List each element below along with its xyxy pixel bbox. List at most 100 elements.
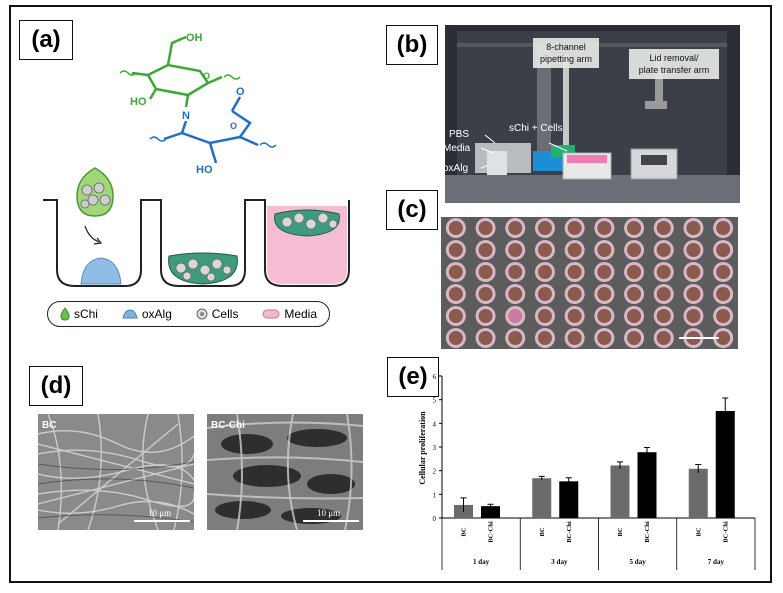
plate-well	[653, 262, 674, 282]
plate-well	[564, 240, 585, 260]
plate-well	[445, 218, 466, 238]
y-tick-label: 6	[433, 373, 437, 381]
plate-well	[534, 306, 555, 326]
series-tick-label: BC-Chi	[644, 521, 651, 543]
bar-bc-2	[610, 465, 630, 518]
wavy-bond-left	[119, 70, 137, 76]
sem-label-bc-chi: BC-Chi	[211, 420, 245, 431]
plate-well	[683, 218, 704, 238]
plate-well	[534, 218, 555, 238]
series-tick-label: BC	[461, 527, 468, 536]
well-3	[251, 199, 350, 287]
plate-well	[594, 284, 615, 304]
robot-photo: 8-channel pipetting arm Lid removal/ pla…	[445, 25, 740, 203]
plate-well	[564, 284, 585, 304]
group-label: 7 day	[708, 558, 725, 566]
bar-bc-chi-1	[559, 481, 579, 518]
panel-label-c-text: (c)	[397, 196, 427, 223]
panel-label-b: (b)	[386, 25, 438, 65]
plate-well	[475, 306, 496, 326]
media-icon	[262, 309, 280, 319]
bar-bc-3	[688, 468, 708, 518]
schi-drop-icon	[60, 307, 70, 321]
plate-well	[624, 284, 645, 304]
panel-label-b-text: (b)	[396, 31, 428, 58]
series-tick-label: BC	[617, 527, 624, 536]
group-label: 1 day	[473, 558, 490, 566]
panel-label-e-text: (e)	[398, 363, 428, 390]
wavy-bond-right	[223, 74, 241, 80]
plate-well	[534, 328, 555, 348]
oxalg-icon	[122, 309, 138, 319]
plate-well	[653, 218, 674, 238]
plate-well	[594, 262, 615, 282]
label-8-channel: 8-channel	[546, 42, 586, 52]
legend-label-schi: sChi	[73, 307, 98, 321]
plate-well	[564, 306, 585, 326]
plate-well	[475, 262, 496, 282]
bar-bc-1	[532, 478, 552, 518]
plate-well	[683, 284, 704, 304]
well-plate-photo	[441, 217, 738, 349]
plate-well	[683, 306, 704, 326]
wells-schematic	[43, 167, 350, 287]
plate-well	[505, 240, 526, 260]
sem-label-bc: BC	[42, 420, 56, 431]
plate-well	[505, 328, 526, 348]
plate-well	[505, 306, 526, 326]
plate-well	[534, 284, 555, 304]
plate-well	[653, 240, 674, 260]
scale-bar-bc-chi	[303, 520, 359, 522]
label-pipetting-arm: pipetting arm	[540, 54, 592, 64]
plate-well	[594, 328, 615, 348]
y-tick-label: 5	[433, 397, 437, 405]
chem-o1: O	[203, 71, 210, 81]
panel-label-a-text: (a)	[31, 26, 61, 53]
y-tick-label: 2	[433, 468, 437, 476]
well-2	[147, 199, 259, 287]
plate-well	[713, 306, 734, 326]
plate-well	[475, 284, 496, 304]
legend-item-oxalg: oxAlg	[122, 307, 172, 321]
plate-well	[594, 240, 615, 260]
plate-well	[445, 284, 466, 304]
plate-well	[594, 306, 615, 326]
plate-well	[445, 328, 466, 348]
series-tick-label: BC-Chi	[722, 521, 729, 543]
chem-ho: HO	[130, 96, 147, 108]
plate-well	[475, 218, 496, 238]
legend-label-media: Media	[284, 307, 318, 321]
plate-well	[713, 262, 734, 282]
scale-label-bc: 10 μm	[148, 508, 171, 518]
sem-image-bc-chi: BC-Chi 10 μm	[207, 414, 363, 530]
plate-well	[653, 284, 674, 304]
plate-well	[564, 218, 585, 238]
plate-well	[445, 306, 466, 326]
plate-well	[564, 328, 585, 348]
label-lid-removal: Lid removal/	[649, 53, 699, 63]
plate-well	[683, 240, 704, 260]
plate-well	[653, 306, 674, 326]
label-media: Media	[445, 143, 471, 154]
panel-label-a: (a)	[19, 20, 73, 60]
y-tick-label: 1	[433, 491, 437, 499]
plate-well	[624, 306, 645, 326]
series-tick-label: BC-Chi	[488, 521, 495, 543]
scale-bar-bc	[134, 520, 190, 522]
plate-well	[475, 328, 496, 348]
legend-a: sChi oxAlg Cells Media	[47, 301, 330, 327]
chem-o3: O	[230, 121, 237, 131]
well-1	[43, 199, 155, 287]
plate-well	[505, 262, 526, 282]
plate-well	[505, 284, 526, 304]
plate-well	[624, 262, 645, 282]
series-tick-label: BC	[695, 527, 702, 536]
legend-item-cells: Cells	[196, 307, 238, 321]
chem-ho2: HO	[196, 164, 213, 175]
sem-image-bc: BC 10 μm	[38, 414, 194, 530]
scale-label-bc-chi: 10 μm	[317, 508, 340, 518]
plate-well	[475, 240, 496, 260]
panel-label-d: (d)	[29, 366, 83, 406]
group-label: 5 day	[630, 558, 647, 566]
